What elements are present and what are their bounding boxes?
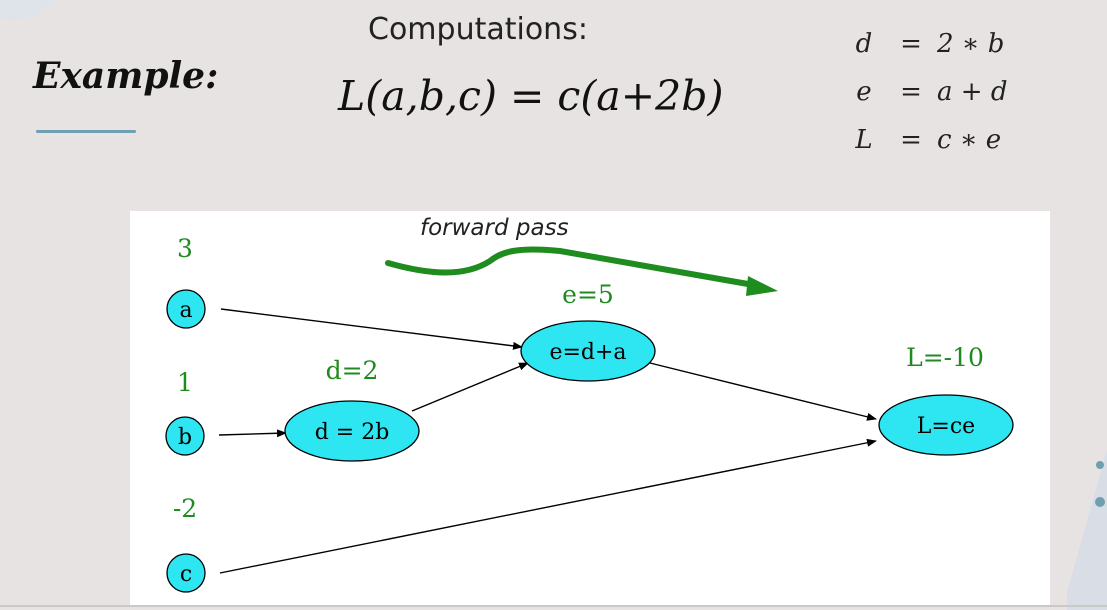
node-a-label: a — [179, 298, 192, 323]
equation-rhs: c ∗ e — [937, 125, 1002, 155]
corner-decoration-right — [1067, 450, 1107, 610]
node-c — [166, 553, 206, 593]
edge-e-to-l — [649, 362, 877, 421]
node-d-label: d = 2b — [315, 420, 390, 445]
edge-a-to-e — [220, 308, 523, 350]
node-l-label: L=ce — [917, 414, 975, 439]
forward-pass-arrow — [385, 246, 751, 287]
node-b-value: 1 — [177, 368, 193, 397]
equals-sign: = — [900, 125, 922, 155]
computation-graph: forward pass 3 a 1 b -2 c d=2 d = 2b e=5… — [130, 211, 1050, 605]
equation-rhs: a + d — [937, 77, 1008, 107]
node-l-value: L=-10 — [906, 343, 984, 372]
forward-pass-label: forward pass — [420, 215, 569, 241]
equals-sign: = — [900, 77, 922, 107]
example-title: Example: — [33, 55, 219, 97]
equation-row-l: L = c ∗ e — [843, 116, 1053, 164]
computations-label: Computations: — [368, 12, 588, 47]
node-b-label: b — [178, 425, 192, 450]
node-e-value: e=5 — [562, 280, 614, 309]
equation-lhs: L — [855, 125, 873, 155]
title-underline — [36, 130, 136, 133]
node-l — [878, 394, 1014, 456]
bottom-rule — [0, 605, 1107, 607]
node-c-label: c — [180, 562, 192, 587]
node-d-value: d=2 — [326, 356, 379, 385]
equation-block: d = 2 ∗ b e = a + d L = c ∗ e — [843, 20, 1053, 164]
main-formula: L(a,b,c) = c(a+2b) — [338, 72, 724, 120]
equation-row-e: e = a + d — [843, 68, 1053, 116]
equation-rhs: 2 ∗ b — [937, 29, 1005, 59]
node-e-label: e=d+a — [549, 340, 626, 365]
node-a-value: 3 — [177, 234, 193, 263]
node-b — [165, 416, 205, 456]
equation-lhs: e — [856, 77, 872, 107]
equation-lhs: d — [855, 29, 873, 59]
corner-decoration — [0, 0, 70, 20]
equation-row-d: d = 2 ∗ b — [843, 20, 1053, 68]
equals-sign: = — [900, 29, 922, 59]
node-a — [166, 289, 206, 329]
edge-c-to-l — [219, 438, 877, 574]
computation-graph-svg: forward pass 3 a 1 b -2 c d=2 d = 2b e=5… — [165, 215, 1014, 593]
edge-d-to-e — [411, 362, 529, 412]
node-e — [520, 320, 656, 382]
node-d — [284, 400, 420, 462]
node-c-value: -2 — [173, 494, 197, 523]
edge-b-to-d — [218, 429, 287, 438]
forward-pass-arrowhead — [746, 276, 778, 296]
